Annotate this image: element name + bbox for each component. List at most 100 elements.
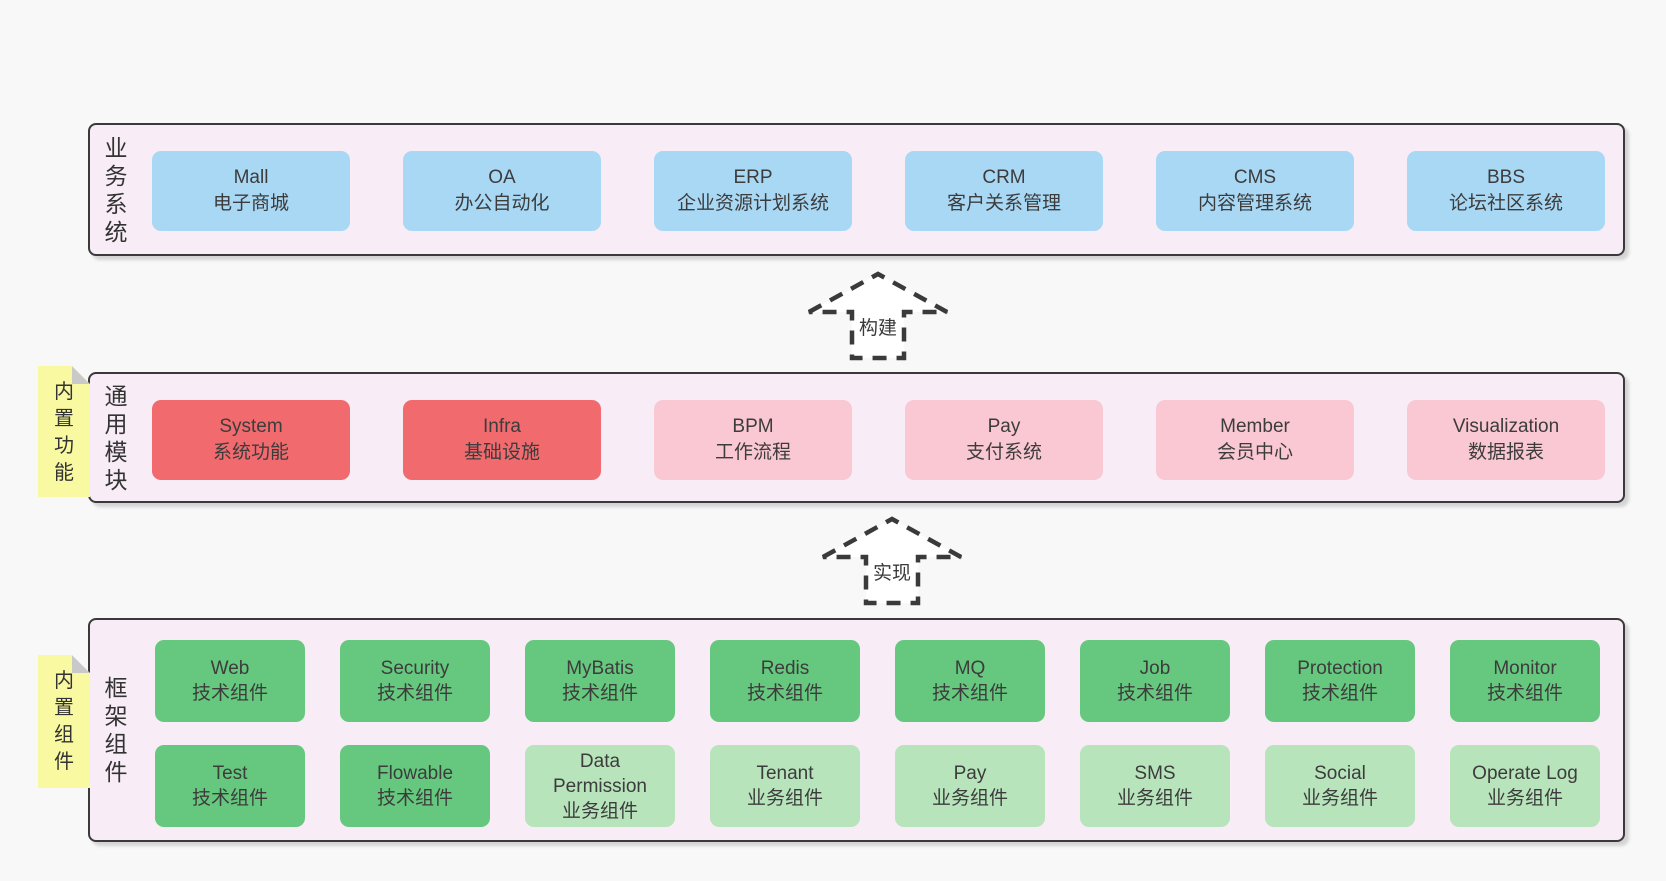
box-subtitle: 技术组件 (376, 788, 453, 809)
box-title: Monitor (1493, 658, 1557, 679)
box-title: MyBatis (566, 658, 634, 679)
box-mybatis: MyBatis 技术组件 (525, 640, 675, 722)
box-erp: ERP 企业资源计划系统 (654, 151, 852, 231)
arrow-implement-label: 实现 (873, 562, 911, 584)
framework-components-row-2: Test 技术组件 Flowable 技术组件 Data Permission … (155, 745, 1600, 827)
framework-components-row-1: Web 技术组件 Security 技术组件 MyBatis 技术组件 Redi… (155, 640, 1600, 722)
sticky-note-label: 内置组件 (54, 670, 74, 773)
box-title: Test (212, 763, 248, 784)
box-title: OA (488, 167, 516, 188)
box-social: Social 业务组件 (1265, 745, 1415, 827)
box-subtitle: 数据报表 (1467, 442, 1544, 463)
box-title: ERP (733, 167, 773, 188)
box-title: MQ (954, 658, 986, 679)
box-title: Flowable (376, 763, 454, 784)
sticky-note-label: 内置功能 (54, 381, 74, 484)
box-data-permission: Data Permission 业务组件 (525, 745, 675, 827)
band-label-business-systems: 业务系统 (104, 134, 128, 245)
box-member: Member 会员中心 (1156, 400, 1354, 480)
box-title: Redis (760, 658, 810, 679)
box-title: Data Permission (553, 750, 647, 797)
box-title: Tenant (756, 763, 814, 784)
box-title: Pay (987, 416, 1021, 437)
box-title: Pay (953, 763, 987, 784)
box-subtitle: 会员中心 (1216, 442, 1293, 463)
box-title: Security (380, 658, 450, 679)
box-title: Social (1314, 763, 1366, 784)
box-cms: CMS 内容管理系统 (1156, 151, 1354, 231)
box-subtitle: 论坛社区系统 (1448, 193, 1563, 214)
box-title: System (219, 416, 283, 437)
box-title: Operate Log (1472, 763, 1578, 784)
box-subtitle: 业务组件 (1116, 788, 1193, 809)
box-bbs: BBS 论坛社区系统 (1407, 151, 1605, 231)
box-subtitle: 技术组件 (561, 683, 638, 704)
box-mq: MQ 技术组件 (895, 640, 1045, 722)
box-subtitle: 技术组件 (746, 683, 823, 704)
framework-components-band: 框架组件 Web 技术组件 Security 技术组件 MyBatis 技术组件… (88, 618, 1625, 842)
box-subtitle: 工作流程 (714, 442, 791, 463)
box-system: System 系统功能 (152, 400, 350, 480)
business-systems-band: 业务系统 Mall 电子商城 OA 办公自动化 ERP 企业资源计划系统 CRM… (88, 123, 1625, 256)
box-monitor: Monitor 技术组件 (1450, 640, 1600, 722)
box-visualization: Visualization 数据报表 (1407, 400, 1605, 480)
band-label-framework-components: 框架组件 (104, 675, 128, 785)
box-subtitle: 技术组件 (1301, 683, 1378, 704)
box-subtitle: 系统功能 (212, 442, 289, 463)
box-infra: Infra 基础设施 (403, 400, 601, 480)
box-title: CMS (1233, 167, 1277, 188)
box-subtitle: 技术组件 (1486, 683, 1563, 704)
common-modules-band: 通用模块 System 系统功能 Infra 基础设施 BPM 工作流程 Pay… (88, 372, 1625, 503)
box-subtitle: 客户关系管理 (946, 193, 1061, 214)
sticky-note-built-in-components: 内置组件 (38, 655, 90, 788)
box-subtitle: 内容管理系统 (1197, 193, 1312, 214)
box-crm: CRM 客户关系管理 (905, 151, 1103, 231)
box-subtitle: 企业资源计划系统 (676, 193, 829, 214)
business-systems-row: Mall 电子商城 OA 办公自动化 ERP 企业资源计划系统 CRM 客户关系… (152, 151, 1605, 231)
box-subtitle: 业务组件 (561, 800, 638, 822)
common-modules-row: System 系统功能 Infra 基础设施 BPM 工作流程 Pay 支付系统… (152, 400, 1605, 480)
arrow-build: 构建 (806, 270, 950, 367)
box-subtitle: 技术组件 (931, 683, 1008, 704)
box-sms: SMS 业务组件 (1080, 745, 1230, 827)
box-web: Web 技术组件 (155, 640, 305, 722)
box-title: BBS (1486, 167, 1526, 188)
arrow-build-label: 构建 (859, 317, 897, 339)
box-title: SMS (1134, 763, 1176, 784)
box-operate-log: Operate Log 业务组件 (1450, 745, 1600, 827)
box-subtitle: 业务组件 (1301, 788, 1378, 809)
box-subtitle: 业务组件 (1486, 788, 1563, 809)
arrow-implement: 实现 (820, 515, 964, 612)
box-test: Test 技术组件 (155, 745, 305, 827)
box-title: CRM (982, 167, 1026, 188)
box-subtitle: 支付系统 (965, 442, 1042, 463)
sticky-note-built-in-features: 内置功能 (38, 366, 90, 497)
box-title: Mall (233, 167, 269, 188)
box-mall: Mall 电子商城 (152, 151, 350, 231)
box-bpm: BPM 工作流程 (654, 400, 852, 480)
box-subtitle: 技术组件 (191, 788, 268, 809)
box-subtitle: 办公自动化 (454, 193, 550, 214)
box-tenant: Tenant 业务组件 (710, 745, 860, 827)
box-pay-biz: Pay 业务组件 (895, 745, 1045, 827)
box-pay: Pay 支付系统 (905, 400, 1103, 480)
box-subtitle: 基础设施 (463, 442, 540, 463)
up-block-arrow-icon: 构建 (807, 271, 949, 361)
band-label-common-modules: 通用模块 (104, 382, 128, 493)
box-redis: Redis 技术组件 (710, 640, 860, 722)
box-security: Security 技术组件 (340, 640, 490, 722)
box-subtitle: 技术组件 (191, 683, 268, 704)
box-title: Visualization (1452, 416, 1560, 437)
box-title: Job (1139, 658, 1171, 679)
box-job: Job 技术组件 (1080, 640, 1230, 722)
box-title: Web (210, 658, 250, 679)
box-oa: OA 办公自动化 (403, 151, 601, 231)
box-title: Member (1220, 416, 1290, 437)
box-subtitle: 技术组件 (376, 683, 453, 704)
box-title: BPM (732, 416, 774, 437)
box-subtitle: 业务组件 (931, 788, 1008, 809)
box-title: Protection (1297, 658, 1383, 679)
box-subtitle: 业务组件 (746, 788, 823, 809)
box-title: Infra (482, 416, 522, 437)
box-subtitle: 电子商城 (212, 193, 289, 214)
